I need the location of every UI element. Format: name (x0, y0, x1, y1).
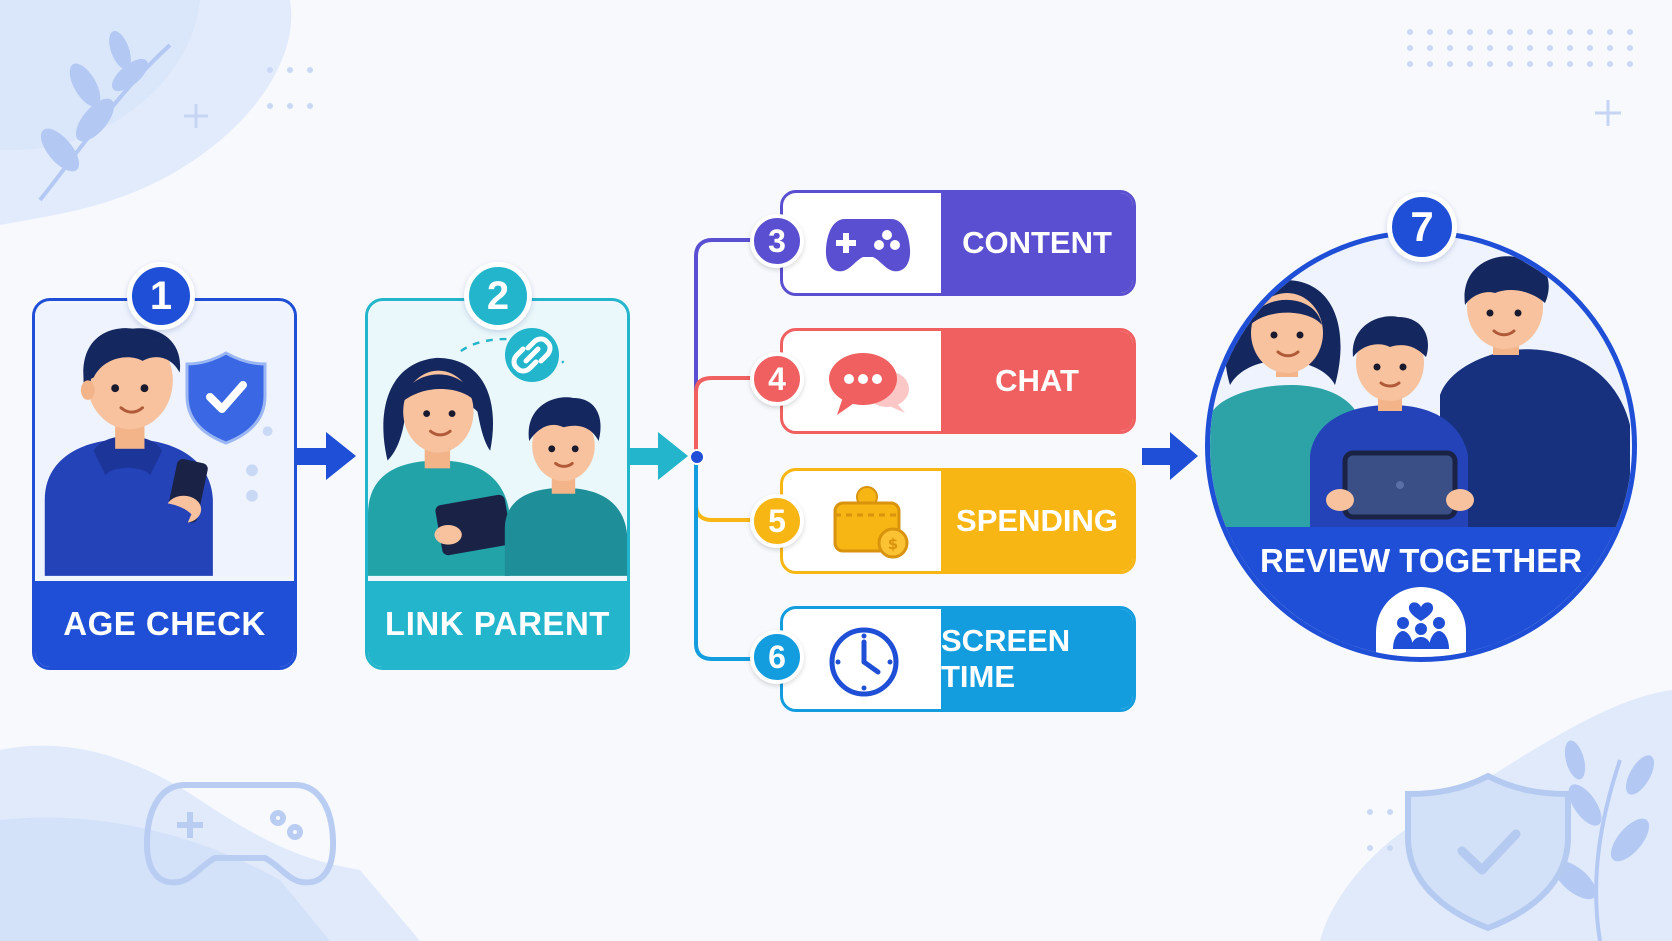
leaf-branch-icon (1553, 740, 1654, 941)
step-label: AGE CHECK (35, 581, 294, 667)
chat-bubbles-icon (783, 331, 941, 431)
arrow-right-icon (628, 432, 688, 480)
control-number-badge: 3 (750, 214, 804, 268)
arrow-right-icon (296, 432, 356, 480)
wallet-coins-icon: $ (783, 471, 941, 571)
svg-text:$: $ (888, 535, 898, 553)
step-number-badge: 2 (464, 262, 532, 330)
control-number-badge: 6 (750, 630, 804, 684)
clock-icon (783, 609, 941, 709)
control-label: CONTENT (941, 193, 1133, 293)
parent-and-child-illustration (368, 304, 627, 576)
link-icon (505, 328, 559, 382)
step-number-badge: 1 (127, 262, 195, 330)
control-label: SPENDING (941, 471, 1133, 571)
control-number-badge: 5 (750, 494, 804, 548)
step-card-age-check[interactable]: AGE CHECK (32, 298, 297, 670)
control-label: CHAT (941, 331, 1133, 431)
review-label: REVIEW TOGETHER (1259, 542, 1583, 579)
family-heart-icon (1376, 587, 1466, 657)
control-spending[interactable]: $ SPENDING (780, 468, 1136, 574)
gamepad-outline-icon (143, 782, 337, 886)
gamepad-icon (783, 193, 941, 293)
leaf-branch-icon (38, 30, 172, 202)
control-chat[interactable]: CHAT (780, 328, 1136, 434)
review-together-circle[interactable]: REVIEW TOGETHER (1205, 230, 1637, 662)
control-number-badge: 4 (750, 352, 804, 406)
shield-check-outline-icon (1405, 772, 1571, 932)
control-content[interactable]: CONTENT (780, 190, 1136, 296)
step-label: LINK PARENT (368, 581, 627, 667)
dot-grid (267, 29, 1633, 851)
shield-check-icon (185, 351, 267, 445)
boy-with-phone-illustration (35, 304, 294, 576)
step-number-badge: 7 (1387, 192, 1457, 262)
arrow-right-icon (1142, 432, 1198, 480)
sparkle-icon (184, 100, 1621, 128)
family-with-tablet-illustration (1210, 256, 1632, 535)
control-label: SCREEN TIME (941, 609, 1133, 709)
control-screen-time[interactable]: SCREEN TIME (780, 606, 1136, 712)
step-card-link-parent[interactable]: LINK PARENT (365, 298, 630, 670)
